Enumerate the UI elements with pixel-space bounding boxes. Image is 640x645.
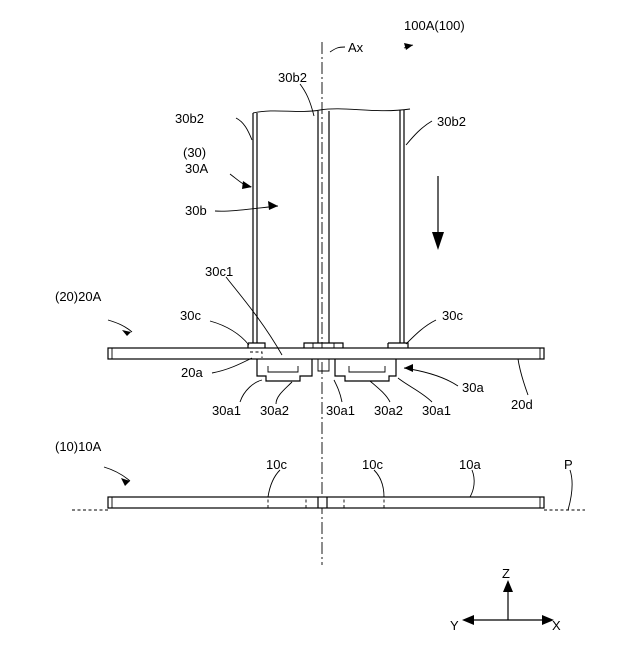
leader-foot-a2-left: [276, 382, 292, 404]
leader-foot-a1-right: [398, 378, 432, 402]
leader-hook-left: [210, 321, 249, 345]
label-wall-top-center: 30b2: [278, 70, 307, 85]
label-foot-a2-left: 30a2: [260, 403, 289, 418]
arrowhead-device: [404, 43, 413, 50]
leader-inner-space: [215, 206, 278, 211]
label-wall-top-left: 30b2: [175, 111, 204, 126]
leader-wall-top-left: [236, 118, 252, 140]
hook-center: [304, 343, 343, 348]
leader-recess: [212, 358, 252, 373]
arrowhead-upper-group: [122, 330, 131, 336]
leader-foot-a1-left: [240, 380, 262, 402]
label-axis-x: X: [552, 618, 561, 633]
leader-wall-top-right: [406, 121, 432, 145]
y-axis-arrow: [462, 615, 474, 625]
label-foot-a1-left: 30a1: [212, 403, 241, 418]
leader-plate-edge: [518, 359, 528, 395]
leader-axis: [330, 47, 345, 52]
label-lower-plate-group: (10)10A: [55, 439, 102, 454]
label-axis: Ax: [348, 40, 364, 55]
label-plate-edge: 20d: [511, 397, 533, 412]
label-inner-space: 30b: [185, 203, 207, 218]
label-foot-a2-right: 30a2: [374, 403, 403, 418]
arrowhead-holder: [242, 181, 252, 189]
arrowhead-foot-right: [404, 364, 413, 372]
label-foot-a1-right: 30a1: [422, 403, 451, 418]
hook-left: [248, 343, 265, 348]
label-lower-plate: 10a: [459, 457, 481, 472]
label-center-hook: 30c1: [205, 264, 233, 279]
upper-plate-20a: [108, 348, 544, 359]
z-axis-arrow: [503, 580, 513, 592]
arrowhead-lower-group: [121, 478, 130, 486]
label-upper-plate-group: (20)20A: [55, 289, 102, 304]
label-holder-group: (30): [183, 145, 206, 160]
foot-left-inner: [268, 366, 298, 372]
label-holder: 30A: [185, 161, 208, 176]
label-foot-right: 30a: [462, 380, 484, 395]
leader-plane: [568, 470, 572, 510]
label-foot-a1-center: 30a1: [326, 403, 355, 418]
leader-mark-left: [268, 470, 280, 497]
lower-plate-10a: [108, 497, 544, 508]
label-axis-z: Z: [502, 566, 510, 581]
hook-right: [388, 343, 408, 348]
leader-foot-a2-right: [370, 381, 390, 402]
label-axis-y: Y: [450, 618, 459, 633]
arrowhead-inner-space: [268, 201, 278, 210]
label-device: 100A(100): [404, 18, 465, 33]
leader-foot-a1-center: [334, 380, 342, 402]
movement-arrow-head: [432, 232, 444, 250]
label-hook-right: 30c: [442, 308, 463, 323]
leader-hook-right: [406, 320, 436, 344]
label-mark-left: 10c: [266, 457, 287, 472]
foot-left: [257, 359, 312, 381]
foot-center: [318, 359, 329, 371]
break-line: [253, 109, 410, 113]
leader-upper-plate-group: [108, 320, 132, 332]
foot-right: [335, 359, 396, 381]
label-recess: 20a: [181, 365, 203, 380]
leader-mark-right: [374, 470, 384, 497]
foot-right-inner: [349, 366, 385, 372]
leader-lower-plate: [470, 470, 474, 497]
leader-lower-plate-group: [104, 467, 130, 481]
label-wall-top-right: 30b2: [437, 114, 466, 129]
label-mark-right: 10c: [362, 457, 383, 472]
label-plane: P: [564, 457, 573, 472]
label-hook-left: 30c: [180, 308, 201, 323]
